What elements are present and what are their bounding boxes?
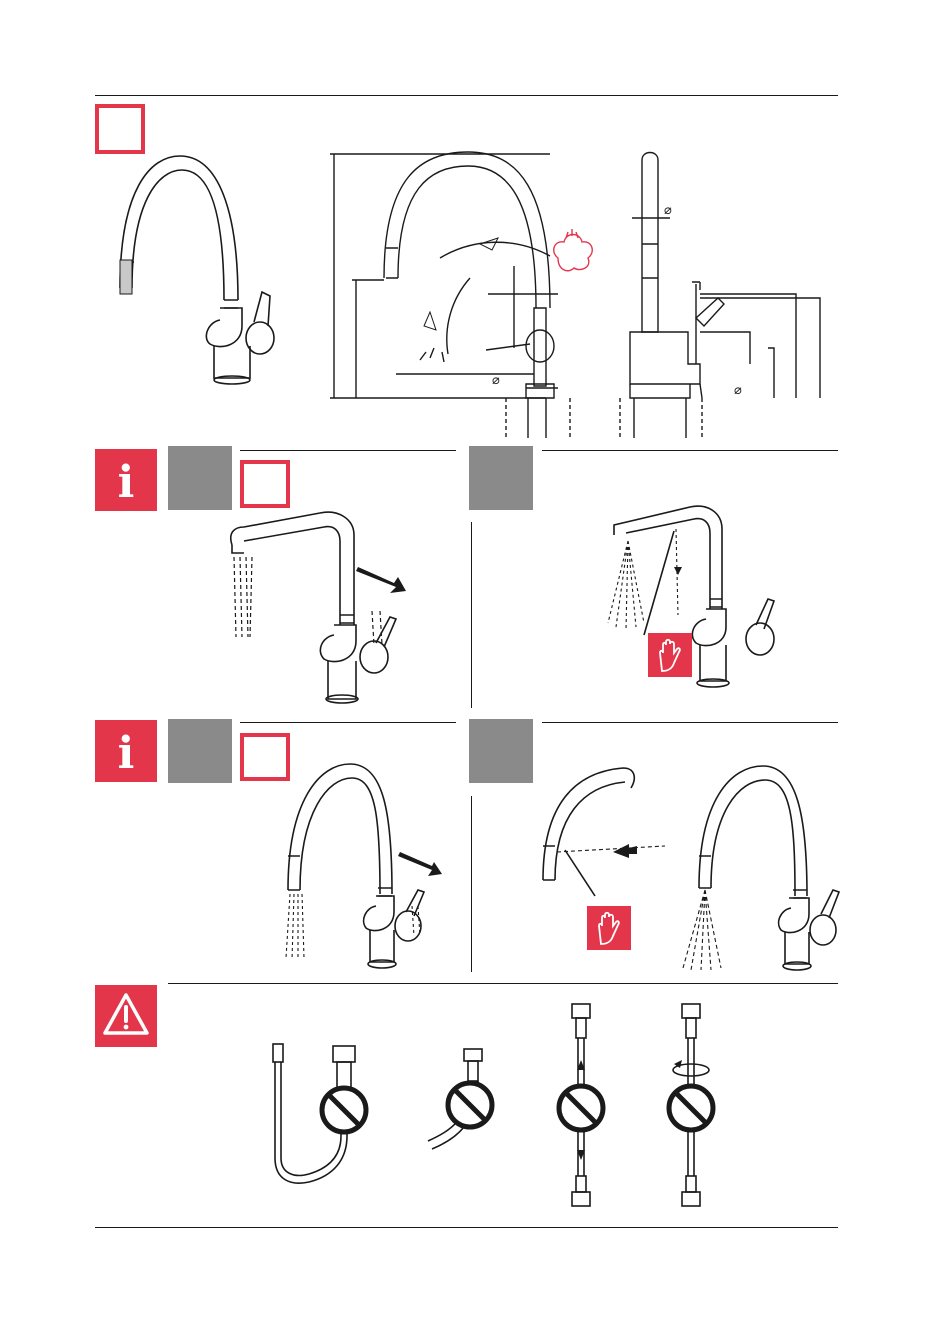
hose-no-stretch-drawing bbox=[548, 1000, 618, 1215]
hose-no-kink-drawing bbox=[265, 1040, 375, 1190]
prohibited-icon bbox=[559, 1086, 603, 1130]
panel-divider bbox=[471, 522, 472, 708]
faucet-front-dimension-drawing: ⌀ bbox=[330, 148, 590, 438]
info-icon: i bbox=[95, 720, 157, 782]
prohibited-icon bbox=[669, 1086, 713, 1130]
warning-icon bbox=[95, 985, 157, 1047]
hose-no-bend-drawing bbox=[420, 1045, 500, 1155]
section-rule-1a bbox=[240, 450, 456, 451]
diameter-symbol: ⌀ bbox=[492, 373, 500, 388]
step-marker-gray-2 bbox=[469, 446, 533, 510]
step-marker-gray-4 bbox=[469, 719, 533, 783]
faucet-pullout-lever-drawing bbox=[280, 760, 450, 980]
step-marker-gray-1 bbox=[168, 446, 232, 510]
diameter-symbol: ⌀ bbox=[664, 203, 672, 218]
section-rule-3 bbox=[168, 983, 838, 984]
bottom-rule bbox=[95, 1227, 838, 1228]
faucet-overview-drawing bbox=[110, 150, 290, 390]
panel-divider bbox=[471, 796, 472, 972]
prohibited-icon bbox=[322, 1088, 366, 1132]
faucet-lever-open-drawing bbox=[220, 505, 420, 725]
section-rule-2b bbox=[542, 722, 838, 723]
faucet-spray-hand-drawing bbox=[600, 495, 800, 695]
hose-no-twist-drawing bbox=[658, 1000, 728, 1215]
prohibited-icon bbox=[448, 1083, 492, 1127]
top-rule bbox=[95, 95, 838, 96]
step-marker-gray-3 bbox=[168, 719, 232, 783]
faucet-pullout-spray-drawing bbox=[535, 760, 845, 980]
section-rule-2a bbox=[240, 722, 456, 723]
faucet-side-dimension-drawing: ⌀ ⌀ bbox=[600, 148, 830, 438]
hand-stop-icon-1 bbox=[648, 633, 692, 677]
section-rule-1b bbox=[542, 450, 838, 451]
diameter-symbol: ⌀ bbox=[734, 383, 742, 398]
info-icon: i bbox=[95, 449, 157, 511]
step-marker-square-1 bbox=[240, 460, 290, 508]
section-marker-square bbox=[95, 104, 145, 154]
hand-stop-icon-2 bbox=[587, 906, 631, 950]
